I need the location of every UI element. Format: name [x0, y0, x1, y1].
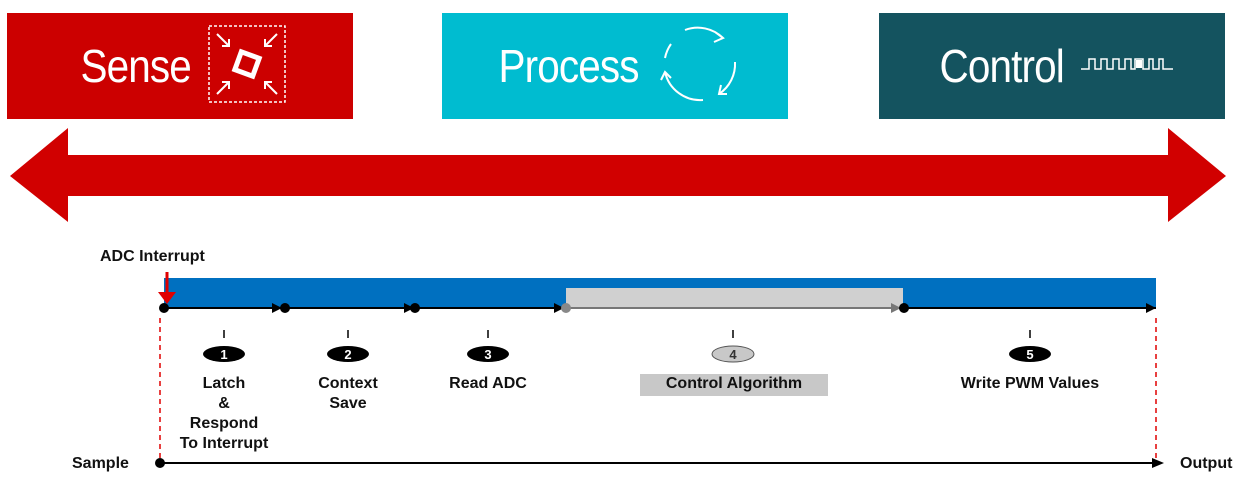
output-label: Output: [1180, 455, 1233, 472]
step-1-label: Latch & Respond To Interrupt: [179, 375, 269, 452]
sample-label: Sample: [72, 455, 129, 472]
cycle-icon: [657, 22, 741, 111]
timeline-node: [159, 303, 169, 313]
step-2-label: Context Save: [318, 375, 378, 412]
svg-text:1: 1: [220, 347, 227, 362]
step-badge: 2: [327, 346, 369, 362]
sense-stage-label: Sense: [80, 40, 192, 92]
svg-text:2: 2: [344, 347, 351, 362]
double-arrow: [10, 128, 1226, 222]
process-stage-box: Process: [442, 13, 788, 119]
sense-stage-box: Sense: [7, 13, 353, 119]
timeline-node: [410, 303, 420, 313]
step-3-label: Read ADC: [449, 375, 527, 392]
step-badge: 3: [467, 346, 509, 362]
step-badge: 4: [711, 345, 755, 363]
svg-text:4: 4: [729, 347, 737, 362]
chip-icon: [207, 24, 287, 109]
process-stage-label: Process: [498, 40, 640, 92]
pwm-wave-icon: [1080, 54, 1173, 79]
svg-text:5: 5: [1026, 347, 1033, 362]
sample-dot: [155, 458, 165, 468]
step-4-label: Control Algorithm: [640, 374, 828, 396]
adc-interrupt-label: ADC Interrupt: [100, 248, 205, 265]
control-stage-label: Control: [939, 40, 1065, 92]
control-stage-box: Control: [879, 13, 1225, 119]
timeline-node: [899, 303, 909, 313]
step-5-label: Write PWM Values: [960, 375, 1100, 392]
timeline-node: [561, 303, 571, 313]
svg-text:3: 3: [484, 347, 491, 362]
step-badge: 1: [203, 346, 245, 362]
step-badge: 5: [1009, 346, 1051, 362]
timeline-node: [280, 303, 290, 313]
interrupt-arrow: [158, 292, 176, 304]
control-algorithm-highlight: [566, 288, 903, 308]
